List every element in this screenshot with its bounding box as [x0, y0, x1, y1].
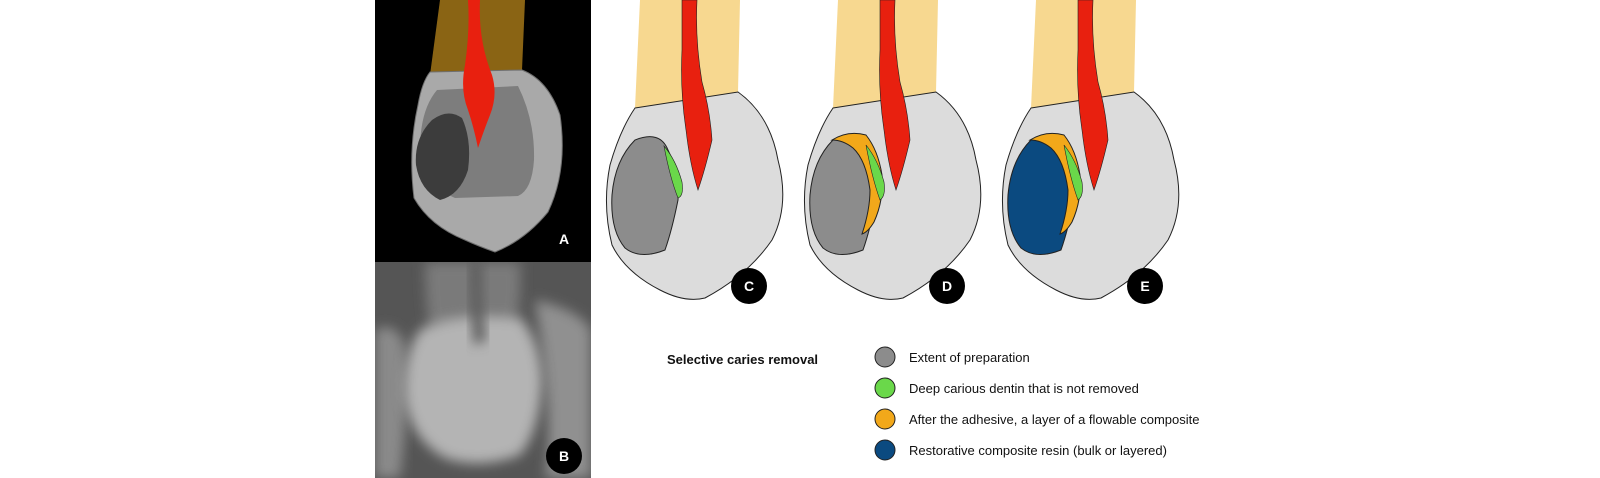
panel-b-left-tooth: [375, 327, 407, 478]
panel-d-label-circle: [929, 268, 965, 304]
legend-swatch-gray: [874, 346, 896, 368]
panel-a-label-circle: [546, 221, 582, 257]
panel-c-diagram: C: [605, 0, 784, 304]
panel-a-schematic: A: [375, 0, 591, 262]
legend-item-flowable: After the adhesive, a layer of a flowabl…: [874, 408, 1200, 430]
panel-c-preparation: [611, 136, 679, 255]
panel-d-diagram: D: [803, 0, 982, 304]
panel-a-lesion-dark: [415, 113, 470, 200]
panel-c-label: C: [744, 278, 754, 294]
panel-e-pulp: [1077, 0, 1109, 191]
panel-e-label: E: [1140, 278, 1149, 294]
legend-swatch-blue: [874, 439, 896, 461]
panel-e-label-circle: [1127, 268, 1163, 304]
legend-label-flowable: After the adhesive, a layer of a flowabl…: [909, 412, 1200, 427]
panel-c-label-circle: [731, 268, 767, 304]
legend-label-carious-dentin: Deep carious dentin that is not removed: [909, 381, 1139, 396]
legend-swatch-green: [874, 377, 896, 399]
legend-swatch-orange: [874, 408, 896, 430]
panel-b-label: B: [559, 448, 569, 464]
panel-b-crown: [404, 316, 542, 464]
legend-item-restorative: Restorative composite resin (bulk or lay…: [874, 439, 1167, 461]
panel-e-diagram: E: [1001, 0, 1180, 304]
legend-item-carious-dentin: Deep carious dentin that is not removed: [874, 377, 1139, 399]
legend: Selective caries removal Extent of prepa…: [667, 346, 1200, 461]
legend-item-preparation: Extent of preparation: [874, 346, 1030, 368]
legend-label-restorative: Restorative composite resin (bulk or lay…: [909, 443, 1167, 458]
panel-b-canal: [470, 262, 486, 345]
panel-b-radiograph: B: [375, 262, 591, 478]
legend-label-preparation: Extent of preparation: [909, 350, 1030, 365]
panel-a-pulp: [463, 0, 495, 148]
panel-a-label: A: [559, 231, 569, 247]
panel-b-label-circle: [546, 438, 582, 474]
panel-d-pulp: [879, 0, 911, 191]
panel-d-carious-dentin: [865, 144, 885, 201]
panel-c-carious-dentin: [663, 144, 683, 199]
panel-c-pulp: [681, 0, 713, 191]
legend-title: Selective caries removal: [667, 352, 818, 367]
panel-d-label: D: [942, 278, 952, 294]
panel-e-carious-dentin: [1063, 144, 1083, 201]
panel-b-right-tooth: [535, 300, 591, 478]
